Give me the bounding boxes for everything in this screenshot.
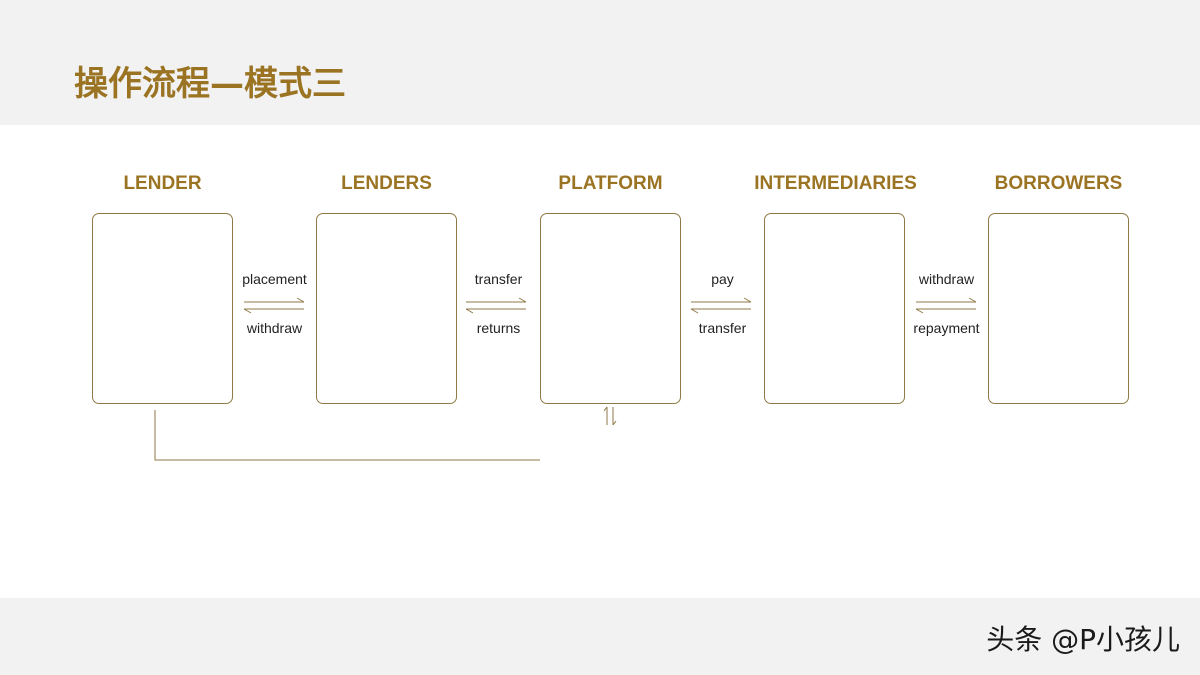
connector-label-repayment: repayment <box>913 320 980 336</box>
node-box-intermediaries <box>764 213 905 404</box>
node-label-lenders: LENDERS <box>341 173 432 194</box>
arrow-backward-head <box>465 308 474 314</box>
connector-label-returns: returns <box>476 320 521 336</box>
arrow-forward-head <box>743 297 752 303</box>
double-arrow-lenders-platform <box>465 297 527 314</box>
watermark-text: 头条 @P小孩儿 <box>986 623 1180 656</box>
connector-label-transfer: transfer <box>474 271 523 287</box>
double-arrow-platform-intermediaries <box>690 297 752 314</box>
lender-return-path <box>154 410 540 461</box>
double-arrow-lender-lenders <box>243 297 305 314</box>
connector-label-withdraw-borrowers: withdraw <box>918 271 975 287</box>
node-box-borrowers <box>988 213 1129 404</box>
arrow-forward-head <box>296 297 305 303</box>
arrow-up-head <box>603 406 608 412</box>
node-box-lenders <box>316 213 457 404</box>
connector-label-withdraw: withdraw <box>246 320 303 336</box>
arrow-down-head <box>612 420 617 426</box>
arrow-backward-head <box>243 308 252 314</box>
node-box-platform <box>540 213 681 404</box>
arrow-backward-head <box>915 308 924 314</box>
double-arrow-intermediaries-borrowers <box>915 297 977 314</box>
connector-label-pay: pay <box>711 271 734 287</box>
page-title: 操作流程—模式三 <box>74 64 346 104</box>
node-box-lender <box>92 213 233 404</box>
vertical-double-arrow-platform <box>603 406 617 426</box>
node-label-lender: LENDER <box>123 173 202 194</box>
header-band <box>0 0 1200 125</box>
arrow-backward-head <box>690 308 699 314</box>
arrow-forward-head <box>968 297 977 303</box>
connector-label-placement: placement <box>242 271 307 287</box>
connector-label-transfer-back: transfer <box>698 320 747 336</box>
node-label-borrowers: BORROWERS <box>994 173 1123 194</box>
node-label-intermediaries: INTERMEDIARIES <box>754 173 917 194</box>
arrow-forward-head <box>518 297 527 303</box>
footer-band <box>0 598 1200 675</box>
node-label-platform: PLATFORM <box>558 173 663 194</box>
